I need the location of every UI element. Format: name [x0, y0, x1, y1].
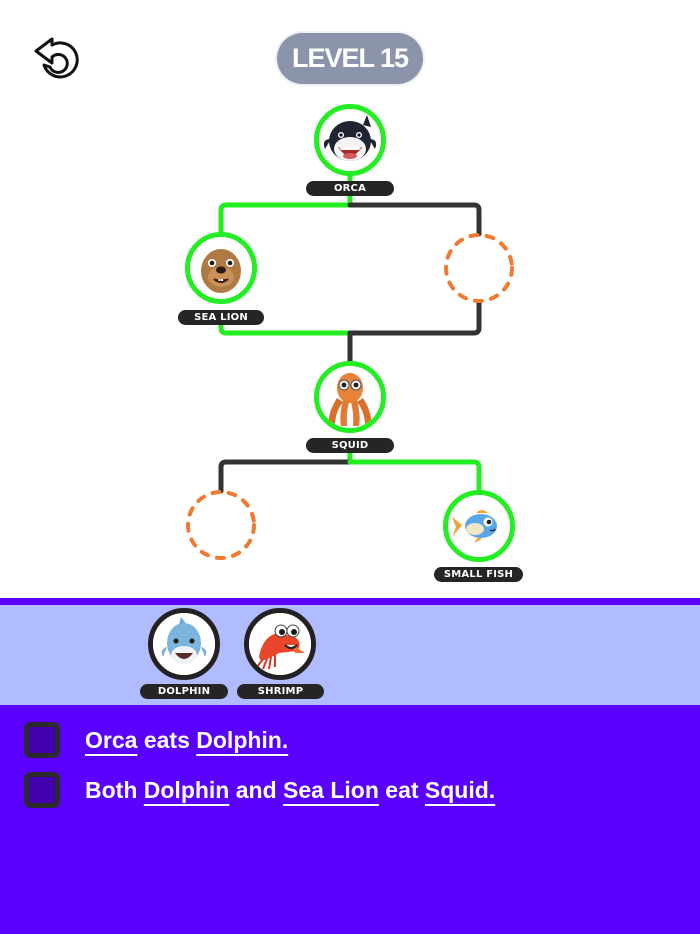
label-dolphin: DOLPHIN [140, 684, 228, 699]
empty-slot-bottom-left[interactable] [184, 488, 258, 562]
clue-checkbox[interactable] [24, 772, 60, 808]
clue-row: Orca eats Dolphin. [24, 722, 288, 758]
line-orca-sealion [218, 202, 353, 238]
clue-text-part: eat [378, 776, 425, 803]
node-squid[interactable] [314, 361, 386, 433]
clue-text: Orca eats Dolphin. [85, 727, 288, 754]
line-squid-empty [218, 459, 353, 494]
label-shrimp: SHRIMP [237, 684, 324, 699]
node-sea-lion[interactable] [185, 232, 257, 304]
label-orca: ORCA [306, 181, 394, 196]
clue-text-part: Both [85, 776, 144, 803]
dolphin-icon [153, 613, 215, 675]
level-indicator: LEVEL 15 [277, 33, 423, 84]
line-squid-smallfish [347, 459, 482, 495]
clue-animal-link: Squid. [424, 776, 496, 803]
node-orca[interactable] [314, 104, 386, 176]
clue-text-part: and [229, 776, 284, 803]
sea-lion-icon [190, 237, 252, 299]
node-small-fish[interactable] [443, 490, 515, 562]
undo-arrow-icon [34, 37, 79, 79]
food-chain-connections [218, 173, 482, 495]
shrimp-icon [249, 613, 311, 675]
tray-top-border [0, 598, 700, 605]
squid-icon [319, 366, 381, 428]
orca-icon [319, 109, 381, 171]
label-squid: SQUID [306, 438, 394, 453]
clue-animal-link: Orca [85, 726, 138, 753]
undo-button[interactable] [28, 27, 86, 89]
tray-item-shrimp[interactable] [244, 608, 316, 680]
clue-row: Both Dolphin and Sea Lion eat Squid. [24, 772, 495, 808]
tray-item-dolphin[interactable] [148, 608, 220, 680]
clue-text: Both Dolphin and Sea Lion eat Squid. [85, 777, 495, 804]
line-sealion-squid [218, 321, 353, 336]
empty-slot-top-right[interactable] [442, 231, 516, 305]
clue-animal-link: Dolphin. [196, 726, 289, 753]
clue-text-part: eats [137, 726, 197, 753]
clue-animal-link: Dolphin [143, 776, 230, 803]
clue-checkbox[interactable] [24, 722, 60, 758]
line-orca-empty [347, 202, 482, 237]
clue-animal-link: Sea Lion [283, 776, 379, 803]
label-small-fish: SMALL FISH [434, 567, 523, 582]
clue-panel: Orca eats Dolphin. Both Dolphin and Sea … [0, 705, 700, 934]
label-sea-lion: SEA LION [178, 310, 264, 325]
small-fish-icon [448, 495, 510, 557]
animal-tray [0, 605, 700, 705]
line-empty-squid [347, 299, 482, 336]
